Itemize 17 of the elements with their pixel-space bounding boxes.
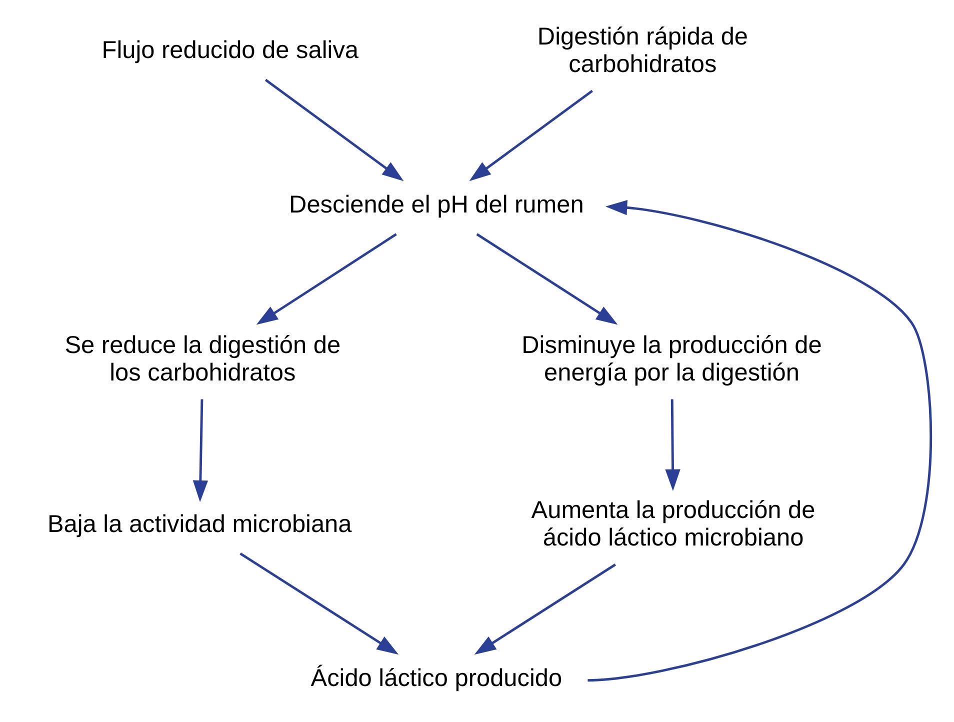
node-text: Aumenta la producción de ácido láctico microbiano bbox=[531, 497, 816, 552]
node-text: Disminuye la producción de energía por la digestión bbox=[522, 332, 822, 387]
arrow bbox=[240, 552, 399, 655]
arrow bbox=[476, 233, 618, 325]
arrow bbox=[588, 200, 932, 682]
node-text: Ácido láctico producido bbox=[310, 665, 562, 692]
arrow bbox=[256, 233, 397, 325]
arrow bbox=[192, 399, 208, 502]
node-text: Desciende el pH del rumen bbox=[289, 191, 584, 218]
arrow bbox=[264, 78, 404, 182]
node-text: Digestión rápida de carbohidratos bbox=[537, 23, 748, 78]
node-text: Flujo reducido de saliva bbox=[102, 37, 359, 64]
arrow bbox=[469, 90, 593, 182]
arrow bbox=[665, 399, 680, 492]
node-text: Se reduce la digestión de los carbohidratos bbox=[64, 332, 341, 387]
arrow bbox=[474, 564, 616, 655]
node-text: Baja la actividad microbiana bbox=[47, 510, 352, 538]
